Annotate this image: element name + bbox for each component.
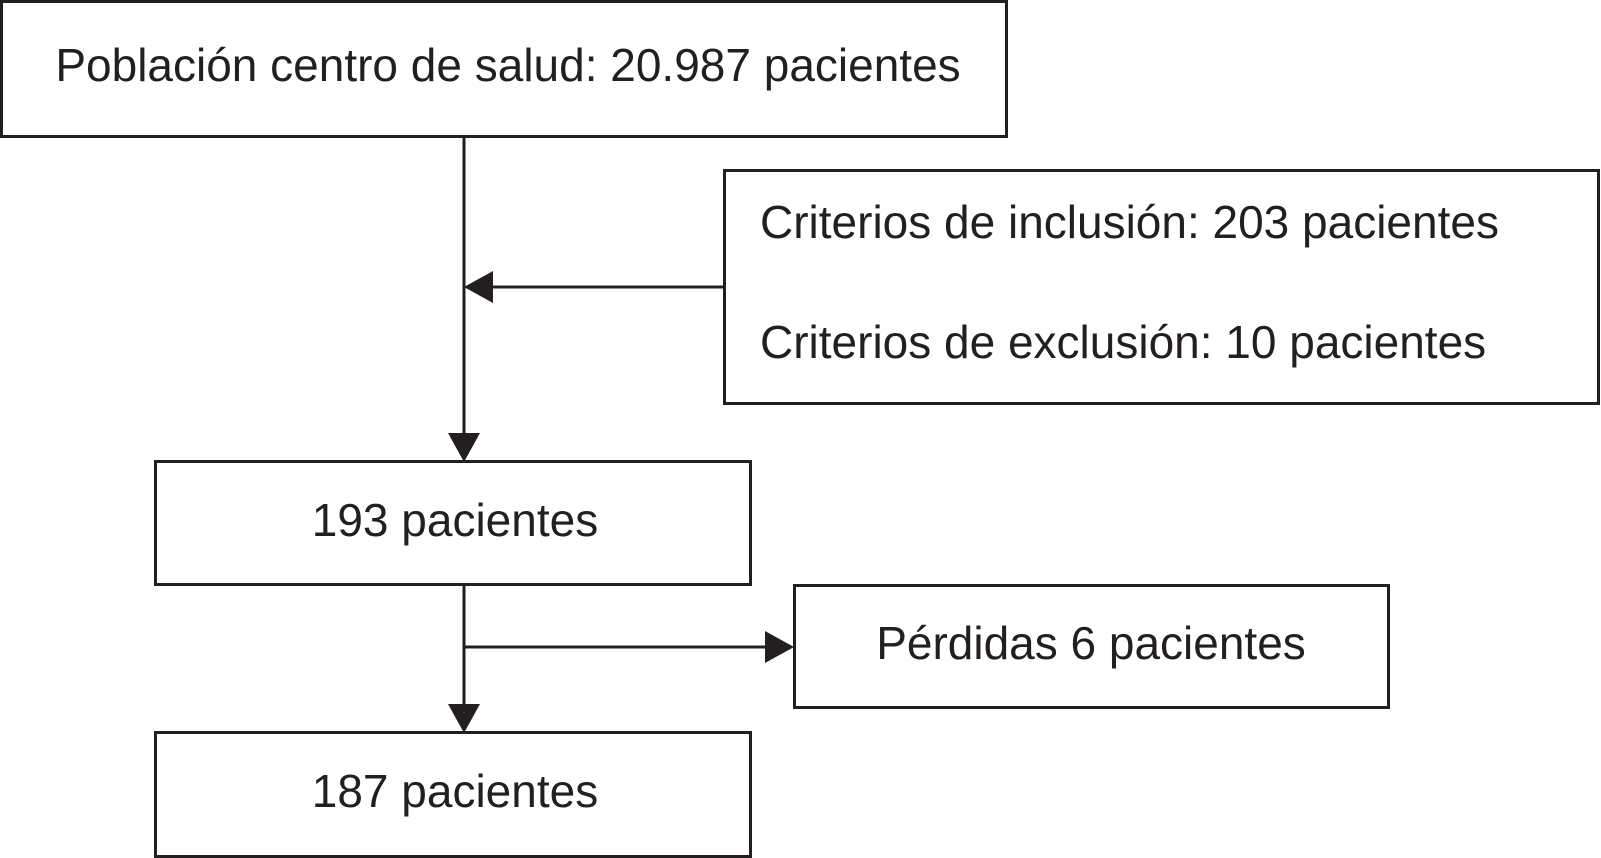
criteria-node: Criterios de inclusión: 203 pacientes Cr… [723,169,1600,405]
final-label: 187 pacientes [312,765,598,817]
arrow-to-after-criteria [448,433,480,462]
losses-box [793,584,1390,709]
final-box [154,731,752,858]
after-criteria-label: 193 pacientes [312,494,598,546]
after-criteria-box [154,460,752,586]
criteria-box [723,169,1600,405]
arrow-to-losses [765,631,794,663]
population-box [0,0,1008,138]
losses-node: Pérdidas 6 pacientes [793,584,1390,709]
inclusion-label: Criterios de inclusión: 203 pacientes [760,196,1499,248]
after-criteria-node: 193 pacientes [154,460,752,586]
population-node: Población centro de salud: 20.987 pacien… [0,0,1008,138]
arrow-from-criteria [464,271,493,303]
final-node: 187 pacientes [154,731,752,858]
exclusion-label: Criterios de exclusión: 10 pacientes [760,316,1486,368]
population-label: Población centro de salud: 20.987 pacien… [55,39,960,91]
arrow-to-final [448,704,480,733]
losses-label: Pérdidas 6 pacientes [876,617,1306,669]
